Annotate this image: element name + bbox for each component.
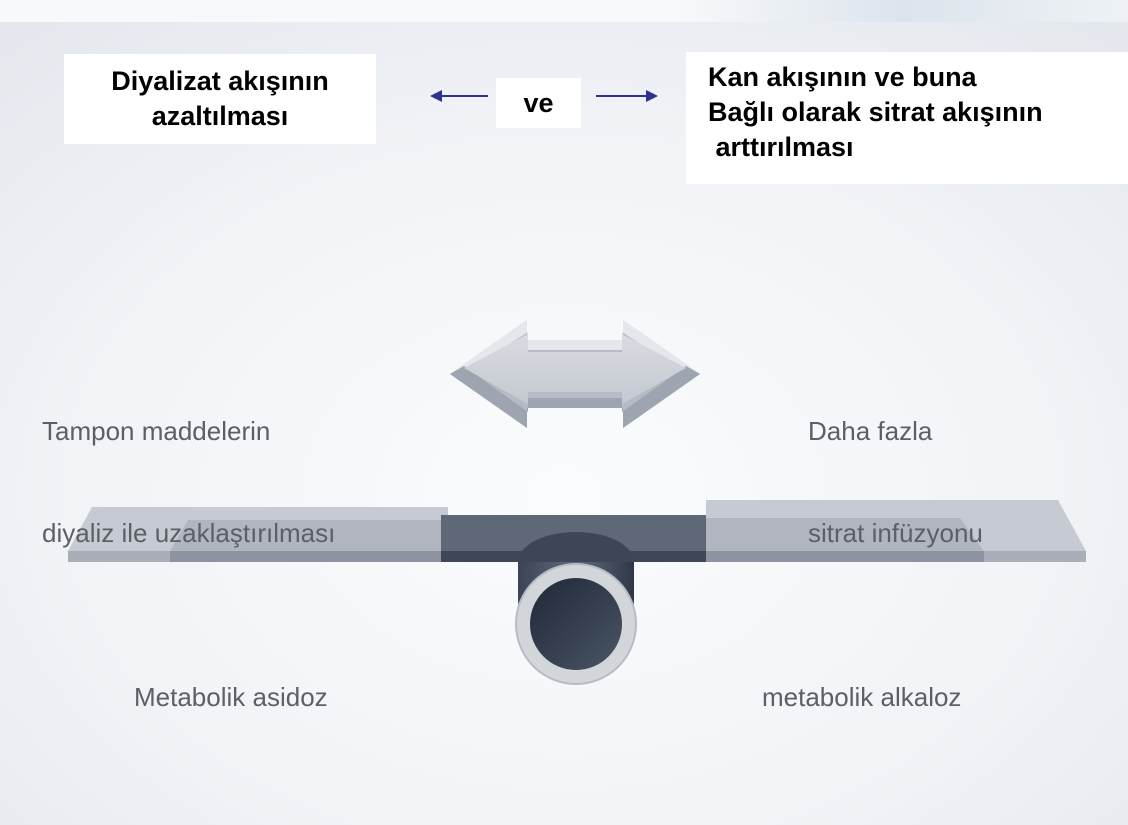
citrate-infusion-label: Daha fazla sitrat infüzyonu (808, 346, 983, 584)
pivot-cylinder-icon (515, 532, 637, 685)
citrate-infusion-line-2: sitrat infüzyonu (808, 518, 983, 548)
reduce-dialysate-box: Diyalizat akışının azaltılması (64, 54, 376, 144)
reduce-dialysate-line-2: azaltılması (151, 101, 289, 131)
right-arrow-icon (596, 90, 658, 102)
buffer-removal-line-1: Tampon maddelerin (42, 416, 271, 446)
balance-beam-icon (68, 500, 1086, 562)
increase-blood-flow-line-1: Kan akışının ve buna (708, 62, 977, 92)
metabolic-acidosis-label: Metabolik asidoz (134, 682, 328, 712)
and-label: ve (523, 88, 554, 118)
citrate-infusion-line-1: Daha fazla (808, 416, 933, 446)
increase-blood-flow-line-2: Bağlı olarak sitrat akışının (708, 97, 1043, 127)
reduce-dialysate-line-1: Diyalizat akışının (111, 66, 329, 96)
increase-blood-flow-line-3: arttırılması (708, 132, 854, 162)
metabolic-alkalosis-label: metabolik alkaloz (762, 682, 962, 712)
top-band (0, 0, 1128, 22)
increase-blood-flow-box: Kan akışının ve buna Bağlı olarak sitrat… (686, 52, 1128, 184)
double-arrow-icon (450, 320, 700, 428)
left-arrow-icon (430, 90, 488, 102)
and-box: ve (496, 78, 581, 128)
buffer-removal-line-2: diyaliz ile uzaklaştırılması (42, 518, 336, 548)
buffer-removal-label: Tampon maddelerin diyaliz ile uzaklaştır… (42, 346, 335, 584)
